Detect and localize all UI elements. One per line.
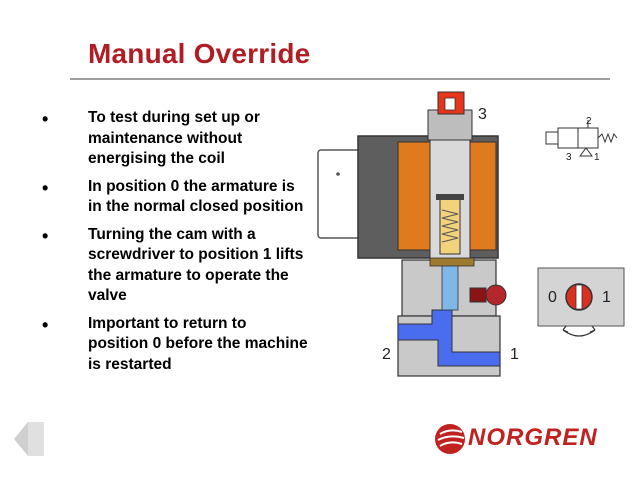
- bullet-list: • To test during set up or maintenance wi…: [40, 108, 310, 382]
- rotate-arrowhead-left: [562, 325, 569, 333]
- symbol-spring: [597, 132, 618, 144]
- back-arrow-icon[interactable]: [14, 422, 44, 456]
- rotate-arrow-icon: [562, 329, 596, 337]
- seat-passage: [441, 261, 459, 311]
- symbol-label-3: 3: [566, 152, 572, 163]
- symbol-box-right: [577, 127, 599, 149]
- port-label-top: 3: [478, 106, 487, 123]
- bullet-item: • Important to return to position 0 befor…: [40, 314, 310, 376]
- bullet-dot: •: [42, 177, 49, 198]
- symbol-actuator: [545, 131, 559, 145]
- connector-pin: [336, 172, 340, 176]
- port-passage: [397, 309, 501, 367]
- override-knob: [485, 284, 507, 306]
- symbol-exhaust: [579, 147, 593, 157]
- bullet-text: Important to return to position 0 before…: [88, 314, 308, 373]
- port-label-left: 2: [382, 346, 391, 363]
- coil-winding-right: [469, 141, 497, 251]
- rotate-arrowhead-right: [589, 325, 596, 333]
- symbol-label-1: 1: [594, 152, 600, 163]
- bullet-item: • Turning the cam with a screwdriver to p…: [40, 225, 310, 307]
- bullet-item: • To test during set up or maintenance wi…: [40, 108, 310, 170]
- connector-plug: [317, 149, 365, 239]
- override-position-1: 1: [602, 289, 611, 306]
- bullet-item: • In position 0 the armature is in the no…: [40, 177, 310, 218]
- override-shaft: [469, 287, 487, 303]
- bullet-text: In position 0 the armature is in the nor…: [88, 177, 304, 216]
- brand-name: NORGREN: [468, 424, 598, 451]
- seal-plate: [429, 257, 475, 267]
- armature-top: [436, 194, 464, 200]
- logo-swoosh: [437, 429, 465, 447]
- cap-slot: [444, 97, 456, 111]
- coil-winding-left: [397, 141, 431, 251]
- bullet-text: Turning the cam with a screwdriver to po…: [88, 225, 304, 305]
- override-indicator-panel: [537, 267, 625, 327]
- bullet-dot: •: [42, 314, 49, 335]
- cam-slot: [575, 284, 583, 310]
- slide-title: Manual Override: [88, 38, 311, 69]
- bullet-text: To test during set up or maintenance wit…: [88, 109, 260, 167]
- symbol-label-2: 2: [586, 116, 592, 127]
- title-divider: [70, 78, 610, 80]
- port-label-right: 1: [510, 346, 519, 363]
- armature-spring: [441, 209, 459, 243]
- bullet-dot: •: [42, 225, 49, 246]
- top-stem: [427, 109, 473, 141]
- symbol-box-left: [557, 127, 579, 149]
- bullet-dot: •: [42, 109, 49, 129]
- override-position-0: 0: [548, 289, 557, 306]
